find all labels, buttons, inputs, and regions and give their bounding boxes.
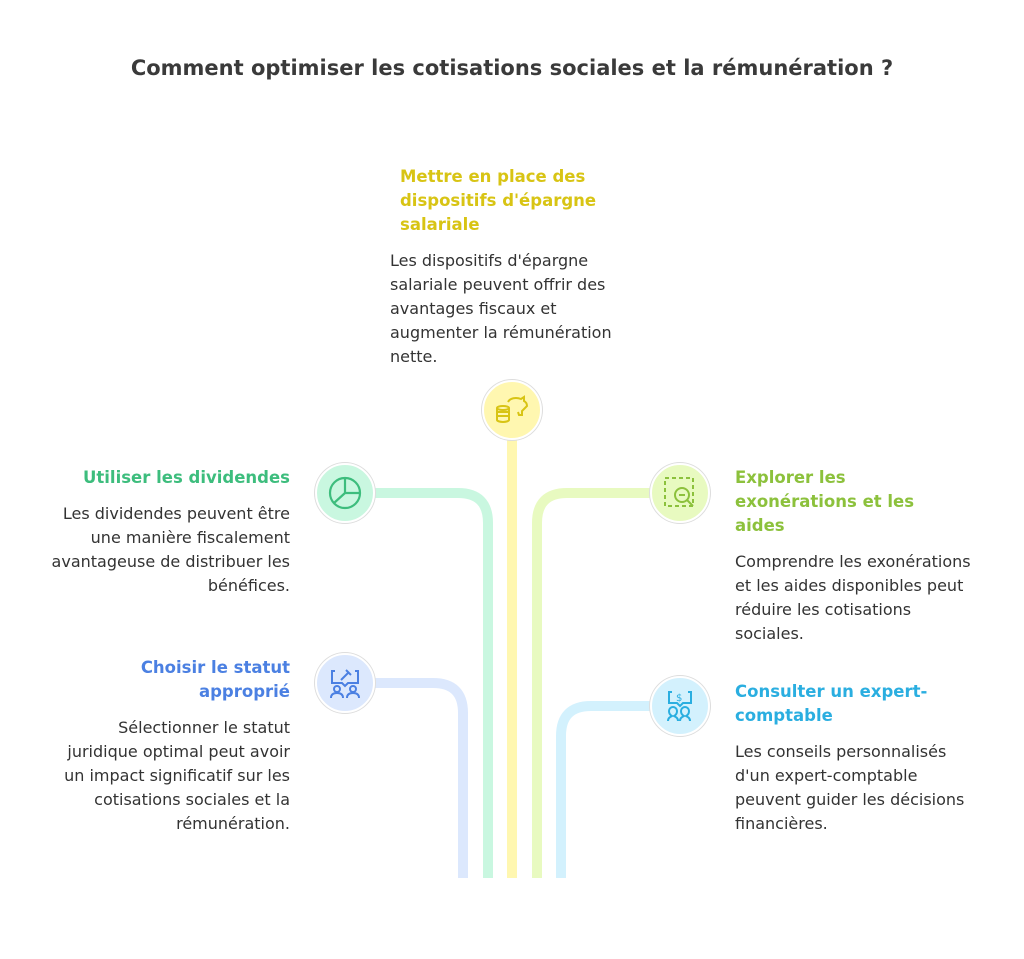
item-title: Explorer les exonérations et les aides xyxy=(735,468,915,535)
item-description: Sélectionner le statut juridique optimal… xyxy=(64,718,290,833)
pie-chart-icon xyxy=(315,463,375,523)
connector-lime xyxy=(532,488,652,878)
item-description: Comprendre les exonérations et les aides… xyxy=(735,552,971,643)
item-description: Les dividendes peuvent être une manière … xyxy=(51,504,290,595)
money-advice-people-icon: $ xyxy=(650,676,710,736)
svg-text:$: $ xyxy=(676,693,682,704)
item-description: Les conseils personnalisés d'un expert-c… xyxy=(735,742,965,833)
item-epargne-salariale: Mettre en place des dispositifs d'épargn… xyxy=(390,165,635,369)
piggy-bank-coins-icon xyxy=(482,380,542,440)
item-title: Mettre en place des dispositifs d'épargn… xyxy=(400,167,597,234)
item-description: Les dispositifs d'épargne salariale peuv… xyxy=(390,251,612,366)
zoom-out-search-icon xyxy=(650,463,710,523)
item-statut: Choisir le statut approprié Sélectionner… xyxy=(60,656,290,836)
legal-gavel-people-icon xyxy=(315,653,375,713)
item-exonerations: Explorer les exonérations et les aides C… xyxy=(735,466,985,646)
connector-cyan xyxy=(556,701,652,878)
item-title: Consulter un expert-comptable xyxy=(735,682,928,725)
item-title: Utiliser les dividendes xyxy=(82,468,290,487)
item-expert-comptable: Consulter un expert-comptable Les consei… xyxy=(735,680,965,836)
item-title: Choisir le statut approprié xyxy=(140,658,290,701)
connector-blue xyxy=(372,678,468,878)
diagram-title: Comment optimiser les cotisations social… xyxy=(130,56,894,80)
item-dividendes: Utiliser les dividendes Les dividendes p… xyxy=(50,466,290,598)
connector-green xyxy=(372,488,493,878)
